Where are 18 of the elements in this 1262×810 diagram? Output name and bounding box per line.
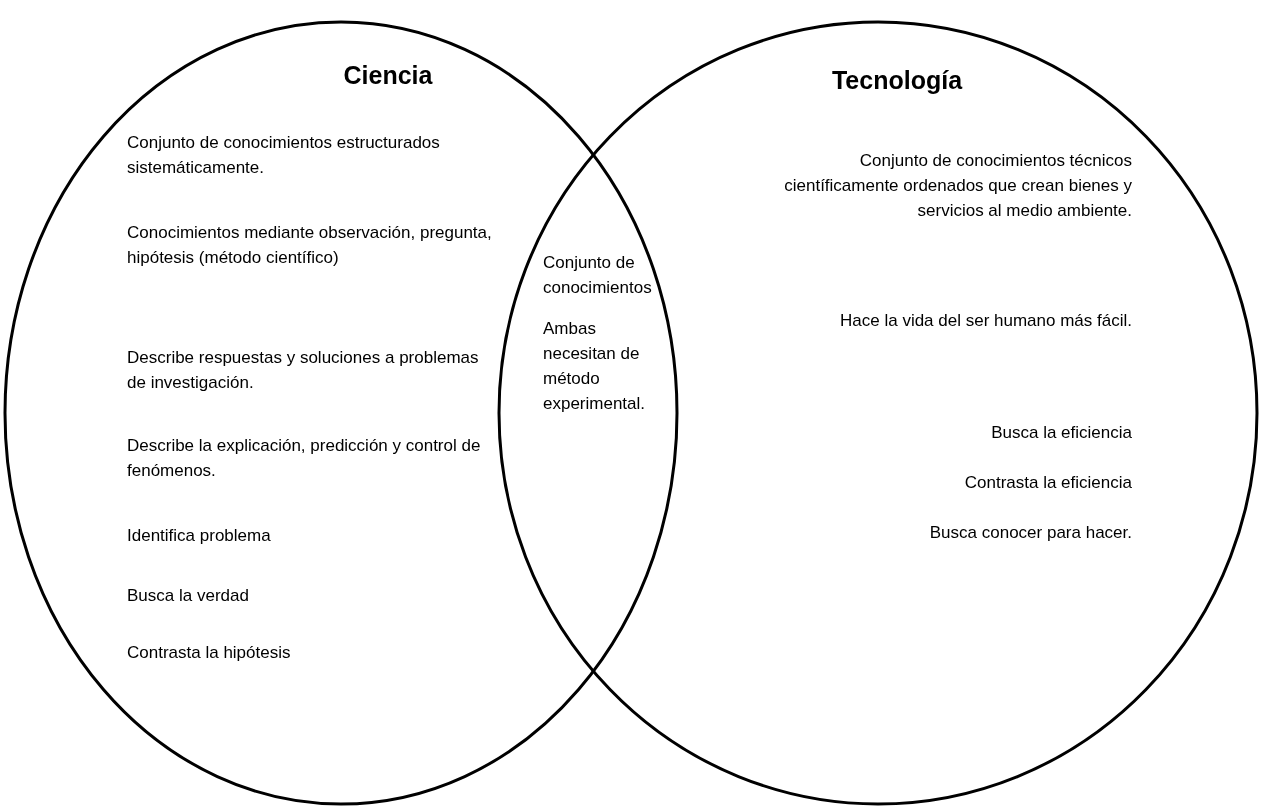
statement-text: Conjunto de conocimientos estructurados sistemáticamente.: [127, 132, 441, 179]
statement-text: Identifica problema: [127, 525, 272, 547]
circle-heading: Tecnología: [830, 65, 964, 95]
overlap-text: Ambas necesitan de método experimental.: [543, 318, 647, 415]
statement-text: Busca la verdad: [127, 585, 250, 607]
circle-heading: Ciencia: [342, 60, 434, 90]
statement-text: Contrasta la eficiencia: [963, 472, 1132, 494]
venn-circle: [3, 20, 679, 806]
overlap-text: Conjunto de conocimientos: [543, 252, 653, 299]
statement-text: Describe la explicación, predicción y control de fenómenos.: [127, 435, 482, 482]
statement-text: Busca conocer para hacer.: [928, 522, 1132, 544]
statement-text: Conocimientos mediante observación, pregunta, hipótesis (método científico): [127, 222, 493, 269]
venn-circle: [497, 20, 1259, 806]
statement-text: Contrasta la hipótesis: [127, 642, 292, 664]
statement-text: Describe respuestas y soluciones a problemas de investigación.: [127, 347, 480, 394]
statement-text: Conjunto de conocimientos técnicos científicamente ordenados que crean bienes y servicios al medio ambiente.: [783, 150, 1132, 222]
statement-text: Hace la vida del ser humano más fácil.: [839, 310, 1132, 332]
statement-text: Busca la eficiencia: [990, 422, 1132, 444]
